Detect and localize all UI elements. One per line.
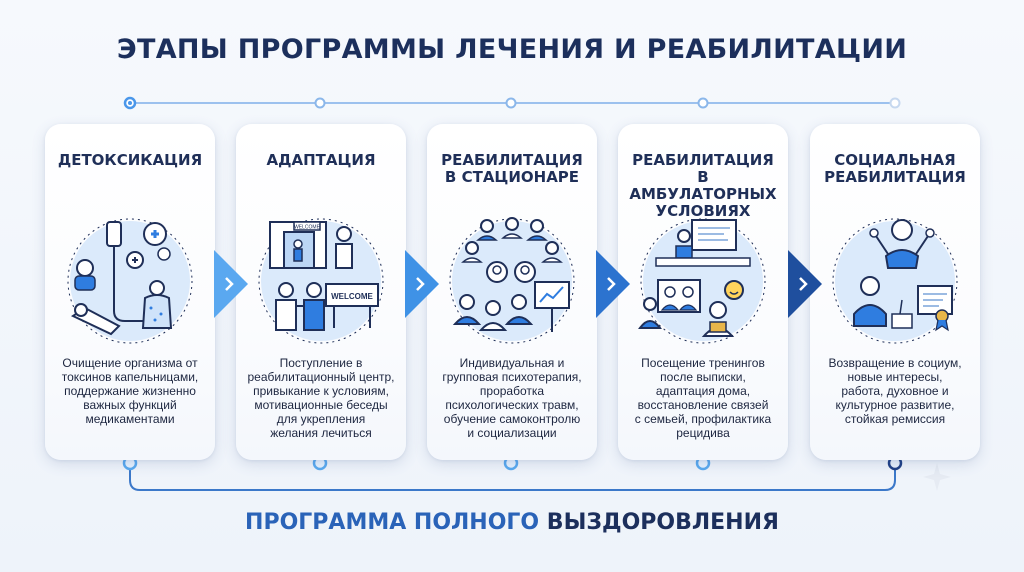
stage-description: Очищение организма от токсинов капельниц…: [61, 356, 199, 426]
stage-title: РЕАБИЛИТАЦИЯ В АМБУЛАТОРНЫХ УСЛОВИЯХ: [629, 151, 777, 220]
step-arrow-icon: [788, 250, 822, 318]
footer-caption-part2: ВЫЗДОРОВЛЕНИЯ: [546, 510, 779, 535]
social-success-icon: [832, 218, 958, 344]
step-arrow-icon: [405, 250, 439, 318]
footer-caption: ПРОГРАММА ПОЛНОГО ВЫЗДОРОВЛЕНИЯ: [0, 510, 1024, 535]
welcome-sign: WELCOME: [331, 292, 373, 301]
footer-caption-part1: ПРОГРАММА ПОЛНОГО: [245, 510, 547, 535]
sparkle-icon: [923, 463, 951, 491]
stage-title: СОЦИАЛЬНАЯ РЕАБИЛИТАЦИЯ: [824, 151, 966, 186]
stage-title: АДАПТАЦИЯ: [266, 151, 376, 169]
iv-drip-detox-icon: [67, 218, 193, 344]
group-therapy-icon: [449, 217, 575, 344]
stage-description: Возвращение в социум, новые интересы, ра…: [828, 356, 962, 426]
step-arrow-icon: [596, 250, 630, 318]
stage-title: ДЕТОКСИКАЦИЯ: [57, 151, 203, 169]
stage-card-adaptation: АДАПТАЦИЯ WELCOME WELCOME Поступление в …: [236, 124, 406, 460]
stage-title: РЕАБИЛИТАЦИЯ В СТАЦИОНАРЕ: [441, 151, 583, 186]
stage-card-detoxification: ДЕТОКСИКАЦИЯ Очищение организма от токси…: [45, 124, 215, 460]
welcome-sign-small: WELCOME: [294, 225, 321, 231]
stage-description: Индивидуальная и групповая психотерапия,…: [442, 356, 582, 440]
step-arrow-icon: [214, 250, 248, 318]
outpatient-training-icon: [638, 218, 766, 344]
stage-card-outpatient: РЕАБИЛИТАЦИЯ В АМБУЛАТОРНЫХ УСЛОВИЯХ Пос…: [618, 124, 788, 460]
welcome-adaptation-icon: WELCOME WELCOME: [258, 218, 384, 344]
stage-card-inpatient: РЕАБИЛИТАЦИЯ В СТАЦИОНАРЕ Индивидуальная…: [427, 124, 597, 460]
stage-description: Поступление в реабилитационный центр, пр…: [247, 356, 395, 440]
top-timeline-dots: [123, 96, 901, 110]
stage-card-social: СОЦИАЛЬНАЯ РЕАБИЛИТАЦИЯ Возвращение в со…: [810, 124, 980, 460]
stage-description: Посещение тренингов после выписки, адапт…: [634, 356, 772, 440]
page-title: ЭТАПЫ ПРОГРАММЫ ЛЕЧЕНИЯ И РЕАБИЛИТАЦИИ: [116, 34, 908, 65]
